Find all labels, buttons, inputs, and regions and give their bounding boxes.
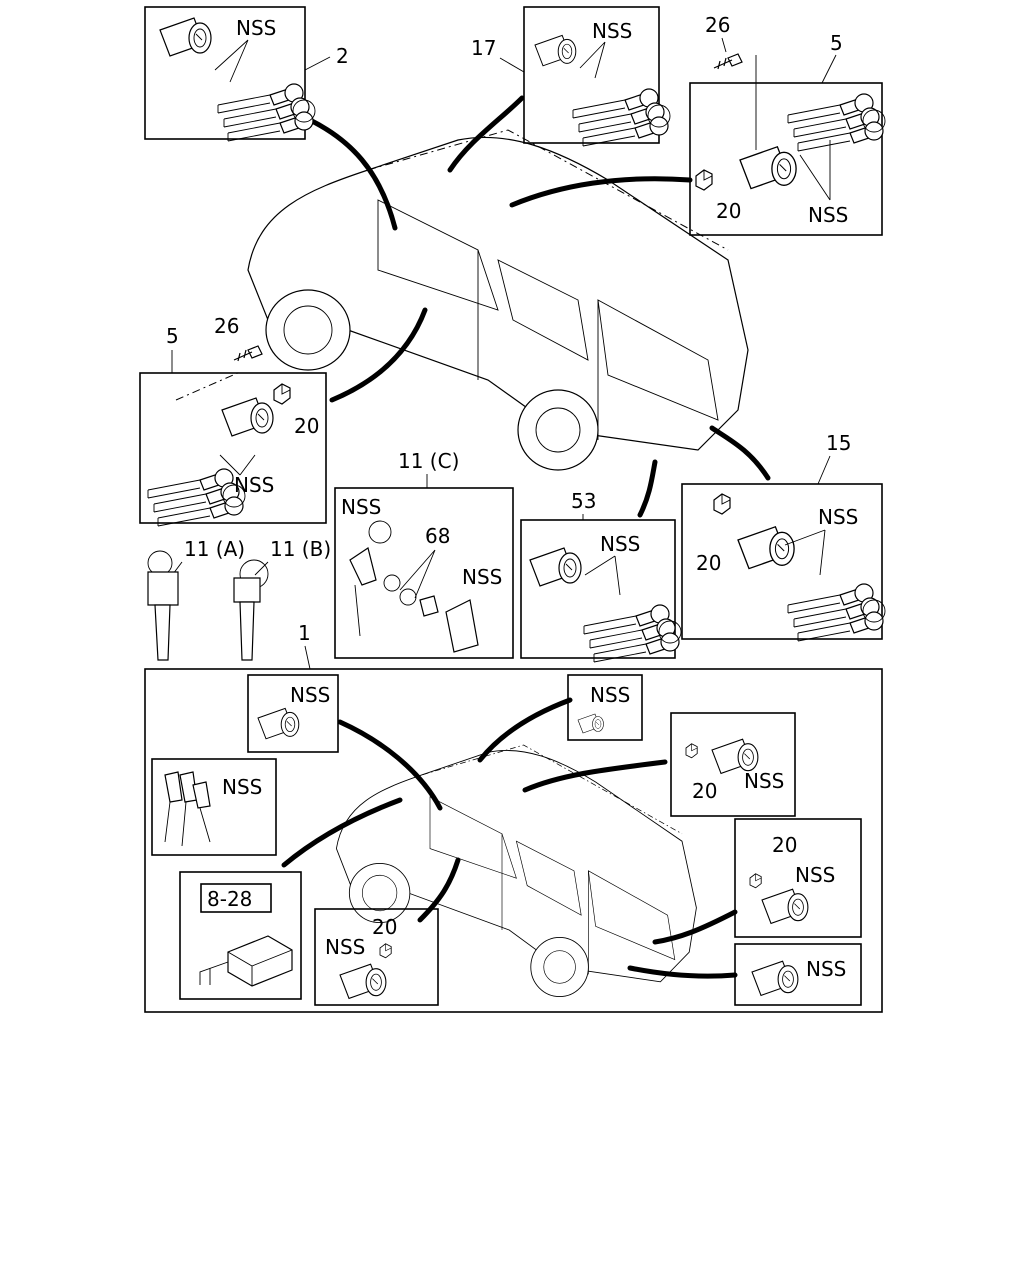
key-11b-group: 11 (B) bbox=[233, 537, 331, 661]
module-ref: 8-28 bbox=[207, 887, 252, 911]
key-icon bbox=[573, 89, 670, 146]
callout-68: 68 bbox=[425, 524, 450, 548]
clip-icon bbox=[273, 383, 291, 405]
key-icon bbox=[164, 771, 211, 847]
assembly-5-left-group: 5 26 20 NSS bbox=[139, 314, 327, 526]
lock-cylinder-icon bbox=[577, 713, 604, 734]
nss-label: NSS bbox=[806, 957, 846, 981]
clip-icon bbox=[749, 873, 762, 889]
upper-leader-lines bbox=[307, 95, 771, 518]
callout-20: 20 bbox=[372, 915, 397, 939]
nss-label: NSS bbox=[290, 683, 330, 707]
key-kit-11c-group: 11 (C) NSS 68 NSS bbox=[334, 449, 514, 659]
callout-26: 26 bbox=[214, 314, 239, 338]
module-icon bbox=[199, 935, 293, 987]
full-set-1-group: 1 NSS NSS NSS 20 NSS bbox=[144, 621, 883, 1013]
clip-icon bbox=[379, 943, 392, 959]
callout-17: 17 bbox=[471, 36, 496, 60]
key-icon bbox=[218, 84, 315, 141]
assembly-53-group: 53 NSS bbox=[520, 489, 681, 662]
key-icon bbox=[788, 584, 885, 641]
nss-label: NSS bbox=[341, 495, 381, 519]
callout-11c: 11 (C) bbox=[398, 449, 459, 473]
nss-label: NSS bbox=[325, 935, 365, 959]
callout-2: 2 bbox=[336, 44, 349, 68]
lock-cylinder-icon bbox=[257, 707, 300, 740]
assembly-5-right-group: 26 5 20 NSS bbox=[689, 13, 885, 236]
lock-cylinder-icon bbox=[534, 34, 577, 67]
nss-label: NSS bbox=[744, 769, 784, 793]
nss-label: NSS bbox=[222, 775, 262, 799]
nss-label: NSS bbox=[808, 203, 848, 227]
key-icon bbox=[788, 94, 885, 151]
callout-11b: 11 (B) bbox=[270, 537, 331, 561]
lock-cylinder-icon bbox=[339, 963, 387, 999]
callout-11a: 11 (A) bbox=[184, 537, 245, 561]
clip-icon bbox=[685, 743, 698, 759]
key-icon bbox=[233, 577, 261, 603]
key-icon bbox=[148, 469, 245, 526]
callout-1: 1 bbox=[298, 621, 311, 645]
nss-label: NSS bbox=[600, 532, 640, 556]
callout-20: 20 bbox=[294, 414, 319, 438]
assembly-17-group: NSS 17 bbox=[471, 6, 670, 146]
nss-label: NSS bbox=[818, 505, 858, 529]
callout-5: 5 bbox=[166, 324, 179, 348]
bolt-icon bbox=[713, 53, 743, 70]
clip-icon bbox=[713, 493, 731, 515]
clip-icon bbox=[695, 169, 713, 191]
key-icon bbox=[349, 547, 377, 586]
key-icon bbox=[584, 605, 681, 662]
callout-20: 20 bbox=[696, 551, 721, 575]
callout-15: 15 bbox=[826, 431, 851, 455]
callout-5: 5 bbox=[830, 31, 843, 55]
key-icon bbox=[147, 571, 179, 606]
callout-53: 53 bbox=[571, 489, 596, 513]
lock-cylinder-icon bbox=[761, 888, 809, 924]
nss-label: NSS bbox=[462, 565, 502, 589]
assembly-15-group: 15 20 NSS bbox=[681, 431, 885, 641]
callout-20: 20 bbox=[692, 779, 717, 803]
lock-cylinder-icon bbox=[739, 146, 797, 190]
lock-cylinder-icon bbox=[737, 526, 795, 570]
key-11a-group: 11 (A) bbox=[147, 537, 245, 661]
callout-26: 26 bbox=[705, 13, 730, 37]
nss-label: NSS bbox=[795, 863, 835, 887]
key-icon bbox=[445, 599, 479, 653]
assembly-2-group: NSS 2 bbox=[144, 6, 349, 141]
nss-label: NSS bbox=[592, 19, 632, 43]
lock-cylinder-icon bbox=[221, 397, 274, 437]
lower-vehicle-icon bbox=[335, 744, 697, 998]
lock-cylinder-icon bbox=[159, 17, 212, 57]
nss-label: NSS bbox=[236, 16, 276, 40]
callout-20: 20 bbox=[772, 833, 797, 857]
nss-label: NSS bbox=[590, 683, 630, 707]
callout-20: 20 bbox=[716, 199, 741, 223]
lock-cylinder-icon bbox=[529, 547, 582, 587]
nss-label: NSS bbox=[234, 473, 274, 497]
lock-cylinder-icon bbox=[751, 960, 799, 996]
bolt-icon bbox=[233, 345, 263, 362]
